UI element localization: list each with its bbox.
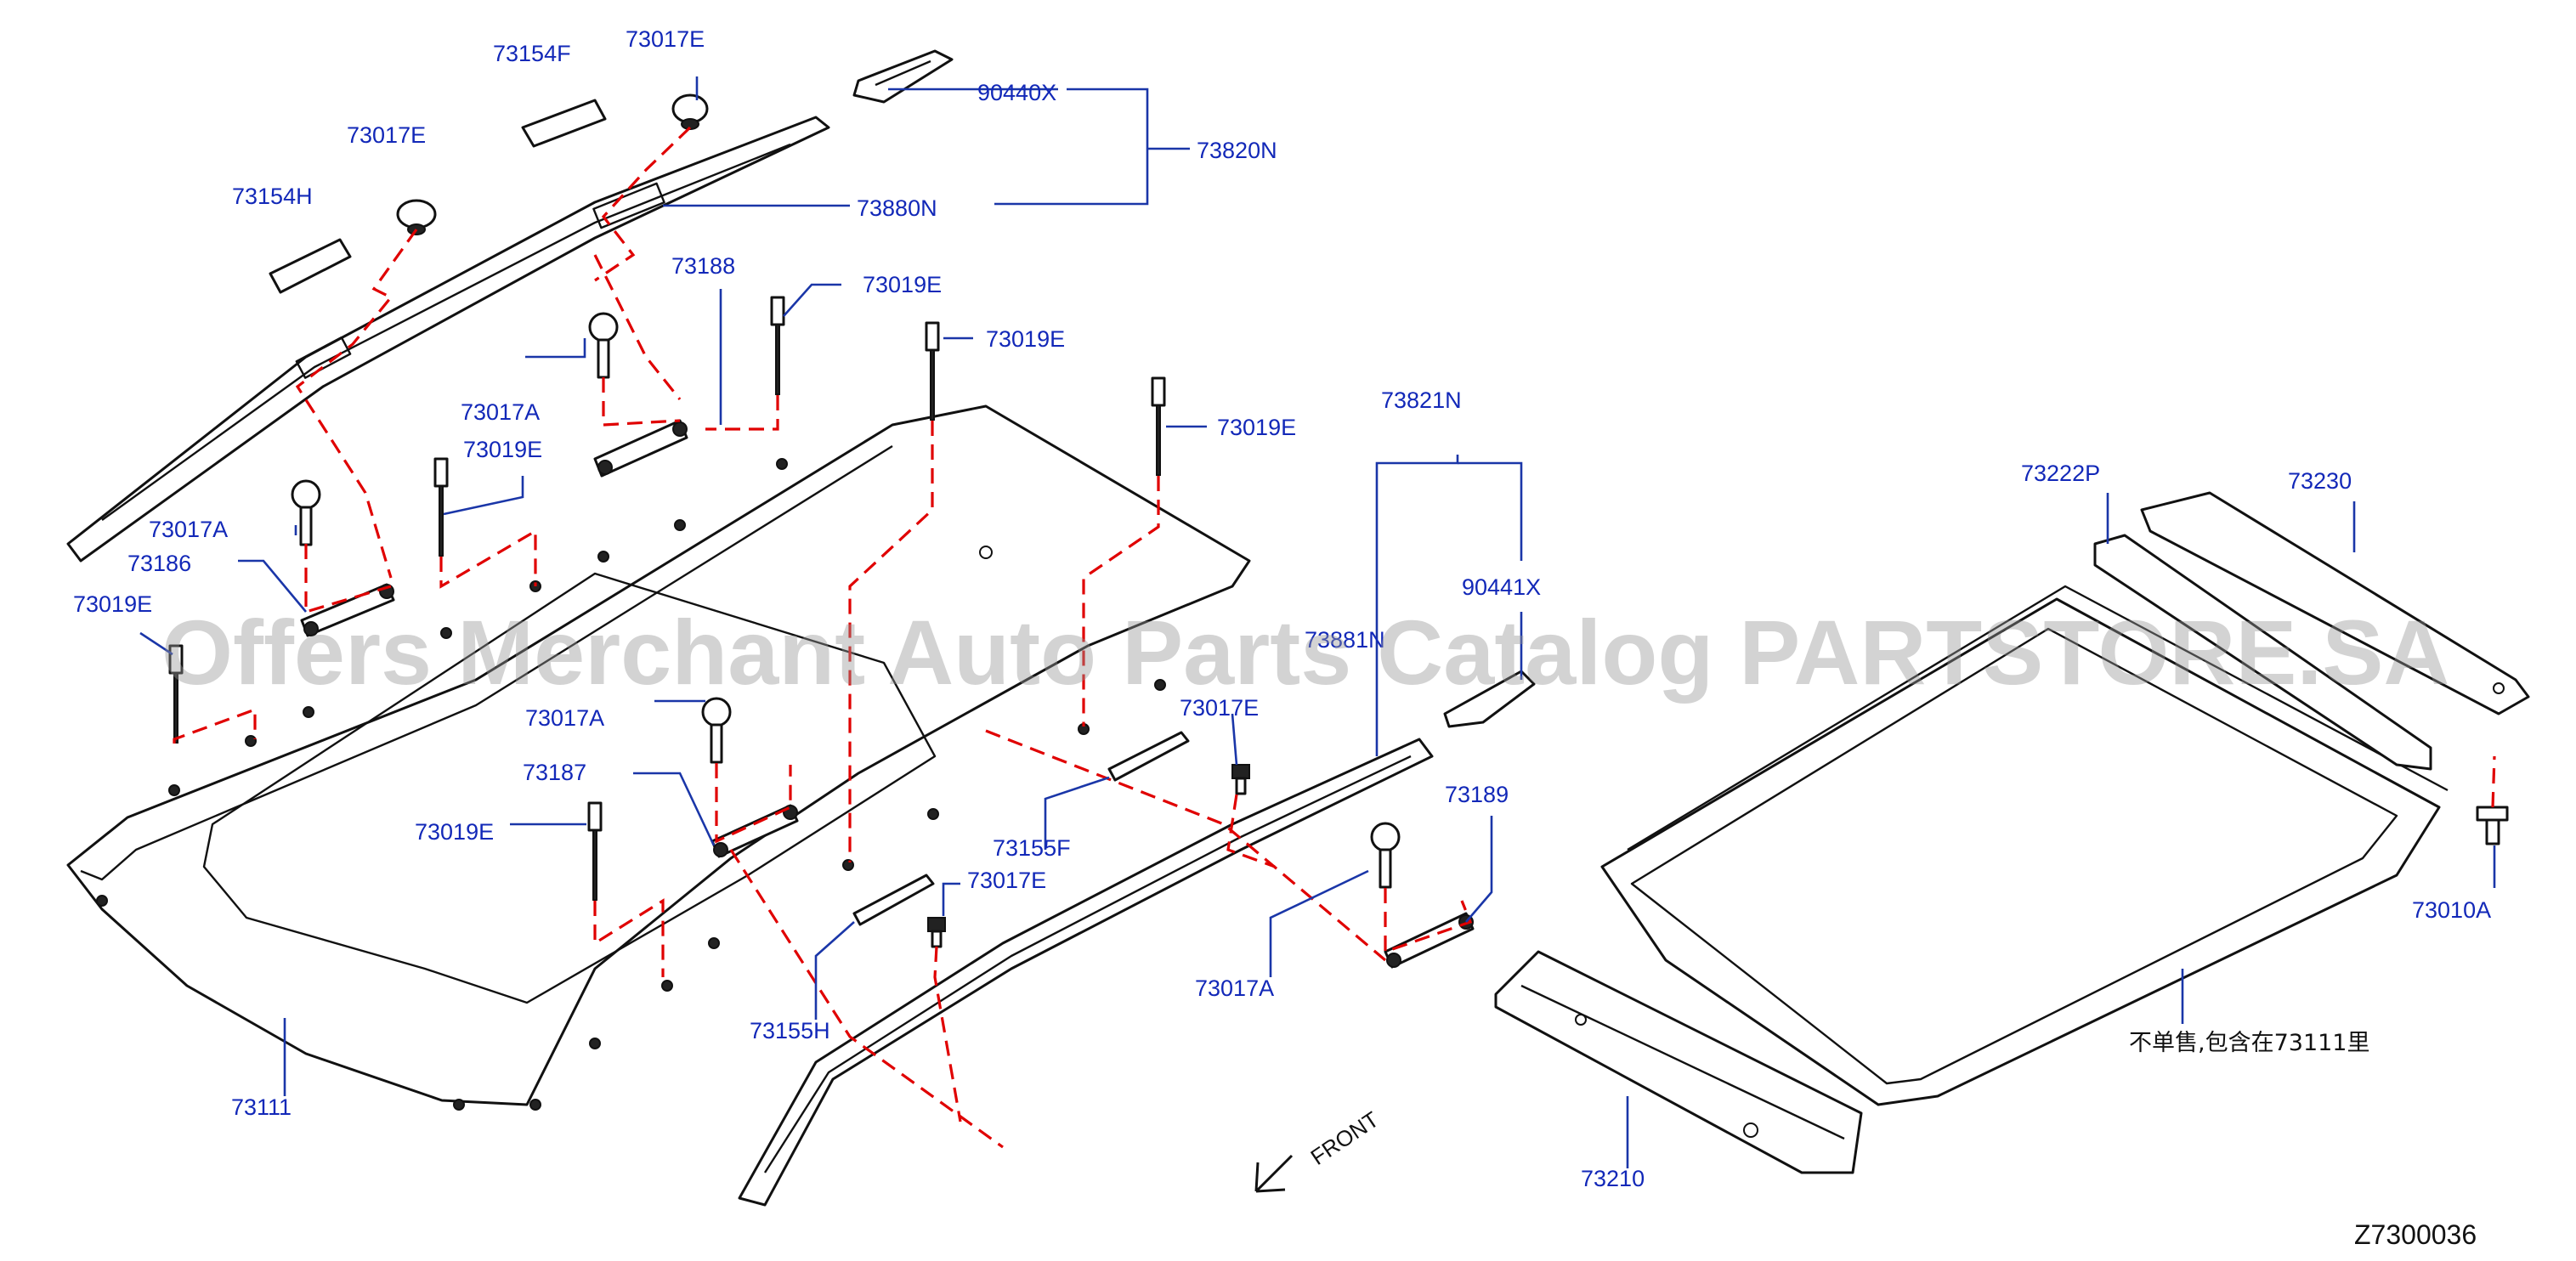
callout-labels: 73154F 73017E 90440X 73820N 73017E 73880… [73, 26, 2491, 1191]
label-73017e-low: 73017E [967, 868, 1046, 893]
label-73230: 73230 [2288, 468, 2352, 494]
label-73189: 73189 [1445, 782, 1509, 807]
label-73019e-f: 73019E [415, 819, 494, 845]
label-73017a-a: 73017A [461, 399, 540, 425]
clip-73017e-low [927, 917, 946, 948]
molding-73154f [521, 99, 607, 148]
clip-73017e-mid [1231, 764, 1250, 795]
bracket-73189 [1384, 912, 1475, 969]
label-73821n: 73821N [1381, 387, 1462, 413]
bolt-73017a-1 [588, 312, 619, 379]
bracket-73188 [593, 419, 688, 478]
molding-73154h [269, 238, 352, 294]
bracket-73187 [711, 804, 799, 858]
clip-73017e-top [671, 93, 709, 130]
end-cover-90440x [852, 49, 954, 104]
roof-panel-73111 [66, 404, 1251, 1111]
stud-73019e-1 [770, 296, 785, 395]
label-73188: 73188 [671, 253, 735, 279]
stud-73019e-5 [168, 644, 184, 744]
label-73820n: 73820N [1197, 138, 1277, 163]
diagram-code: Z7300036 [2354, 1219, 2477, 1250]
front-arrow-icon [1254, 1154, 1294, 1193]
label-73155f: 73155F [993, 835, 1071, 861]
label-73017a-b: 73017A [149, 517, 228, 542]
right-roof-rail [738, 738, 1434, 1207]
label-73881n: 73881N [1305, 627, 1385, 653]
label-73017e-left: 73017E [347, 122, 426, 148]
stud-73019e-6 [587, 801, 603, 901]
left-roof-rail [66, 116, 830, 563]
label-73154h: 73154H [232, 184, 313, 209]
label-73019e-e: 73019E [73, 591, 152, 617]
label-73154f: 73154F [493, 41, 571, 66]
rail-73222p [2093, 534, 2432, 771]
label-73155h: 73155H [750, 1018, 830, 1043]
molding-73155f [1107, 731, 1190, 782]
roof-panel-holes [96, 458, 1166, 1111]
label-73017e-top: 73017E [626, 26, 705, 52]
bolt-73017a-4 [1370, 822, 1401, 889]
molding-73155h [852, 874, 935, 926]
label-90441x: 90441X [1462, 574, 1541, 600]
label-73186: 73186 [127, 551, 191, 576]
end-cover-90441x [1443, 670, 1536, 728]
label-73019e-b: 73019E [986, 326, 1065, 352]
leader-lines [139, 76, 2496, 1168]
label-73017e-mid: 73017E [1180, 695, 1259, 721]
crossmember-73210 [1494, 950, 1863, 1174]
bolt-73017a-3 [701, 697, 732, 764]
label-73019e-a: 73019E [863, 272, 942, 297]
label-73210: 73210 [1581, 1166, 1645, 1191]
label-73187: 73187 [523, 760, 586, 785]
label-73017a-c: 73017A [525, 705, 604, 731]
stud-73019e-3 [1151, 376, 1166, 476]
front-direction-indicator: FRONT [1254, 1106, 1384, 1193]
label-90440x: 90440X [977, 80, 1056, 105]
stud-73019e-4 [433, 457, 449, 557]
label-73017a-d: 73017A [1195, 975, 1274, 1001]
not-sold-separately-note: 不单售,包含在73111里 [2129, 1030, 2369, 1056]
dashed-guides [173, 126, 2496, 1149]
label-73010a: 73010A [2412, 897, 2491, 923]
sunroof-frame-73111-sub [1600, 585, 2449, 1106]
label-73880n: 73880N [857, 195, 937, 221]
stud-73019e-2 [925, 321, 940, 421]
front-label: FRONT [1306, 1106, 1384, 1170]
label-73111: 73111 [231, 1094, 292, 1120]
bolt-73017a-2 [291, 479, 321, 546]
label-73222p: 73222P [2021, 461, 2100, 486]
bolt-73010a [2476, 806, 2509, 845]
label-73019e-c: 73019E [1217, 415, 1296, 440]
rail-73230 [2140, 491, 2530, 715]
watermark-text: Offers Merchant Auto Parts Catalog PARTS… [161, 601, 2449, 704]
label-73019e-d: 73019E [463, 437, 542, 462]
